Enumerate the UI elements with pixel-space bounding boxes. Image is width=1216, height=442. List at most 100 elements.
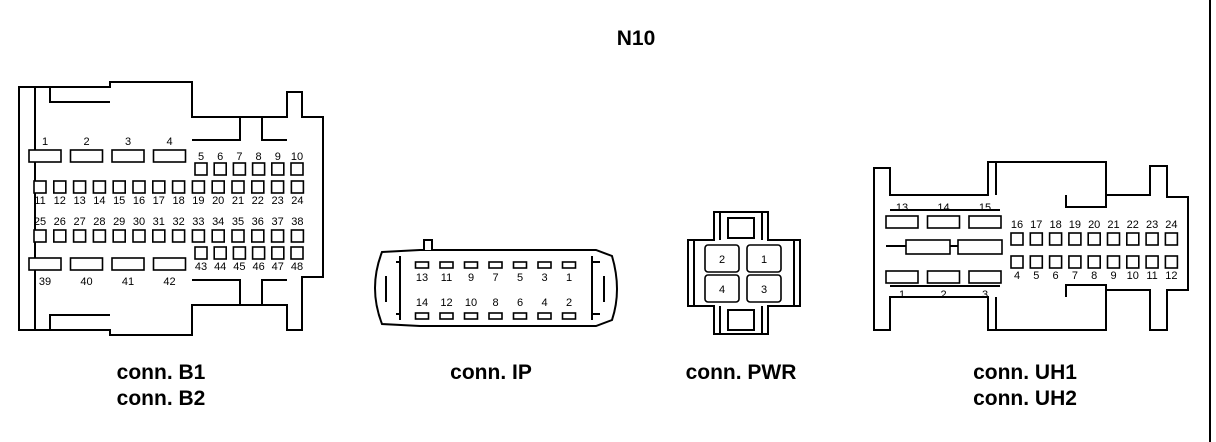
pin-14-label: 14 [937,202,949,214]
pin-6-label: 6 [517,297,523,309]
pin-21-label: 21 [1107,219,1119,231]
pin-3-box [537,261,552,269]
pin-4-label: 4 [166,136,172,148]
pin-17-label: 17 [1030,219,1042,231]
pin-2-label: 2 [566,297,572,309]
pin-24-label: 24 [1165,219,1177,231]
pin-12-label: 12 [54,195,66,207]
pin-23-box [270,180,285,194]
pin-11-label: 11 [34,195,45,207]
pin-10-box [463,312,479,320]
pin-20-label: 20 [1088,219,1100,231]
pin-10-box [1126,255,1140,269]
pin-34-label: 34 [212,216,224,228]
pin-48-label: 48 [291,261,303,273]
pin-9-label: 9 [1110,270,1116,282]
pin-41-box [111,257,145,271]
connector-b1-b2-housing-detail [34,87,287,330]
pin-47-box [270,246,285,260]
pin-20-box [1087,232,1101,246]
pin-12-box [1164,255,1179,269]
pin-1-box [885,270,919,284]
pin-20-label: 20 [212,195,224,207]
pin-7-label: 7 [492,272,498,284]
pin-26-label: 26 [54,216,66,228]
pin-5-box [512,261,528,269]
pin-39-label: 39 [39,276,51,288]
pin-9-label: 9 [468,272,474,284]
pin-19-box [191,180,206,194]
pin-6-box [1048,255,1063,269]
pin-42-label: 42 [163,276,175,288]
connector-ip-housing-detail [385,256,605,320]
pin-43-box [194,246,208,260]
pin-7-label: 7 [1072,270,1078,282]
pin-19-box [1068,232,1082,246]
pin-9-box [270,162,285,176]
pin-7-box [488,261,503,269]
pin-42-box [152,257,187,271]
pin-12-label: 12 [440,297,452,309]
connector-ip-latch [423,239,433,250]
pin-31-label: 31 [153,216,165,228]
pin-31-box [152,229,166,243]
pin-40-label: 40 [80,276,92,288]
pin-4-box [152,149,187,163]
pin-14-label: 14 [416,297,428,309]
pin-22-label: 22 [252,195,264,207]
pin-2-box [926,270,961,284]
pin-5-label: 5 [1033,270,1039,282]
connector-pwr-key-top [727,217,755,239]
pin-41-label: 41 [122,276,134,288]
connector-pwr-housing-detail [693,212,795,334]
pin-7-box [232,162,247,176]
pin-18-label: 18 [172,195,184,207]
pin-30-box [132,229,146,243]
pin-8-label: 8 [256,151,262,163]
pin-4-label: 4 [541,297,547,309]
pin-13-box [885,215,919,229]
pin-45-box [232,246,247,260]
pin-13-box [72,180,87,194]
pin-6-label: 6 [1053,270,1059,282]
pin-15-box [112,180,126,194]
pin-11-box [1145,255,1159,269]
pin-14-box [414,312,430,320]
pin-17-label: 17 [153,195,165,207]
pin-22-box [1126,232,1140,246]
pin-6-box [512,312,528,320]
pin-24-label: 24 [291,195,303,207]
pin-13-label: 13 [896,202,908,214]
pin-33-label: 33 [192,216,204,228]
pin-22-box [251,180,265,194]
pin-37-label: 37 [271,216,283,228]
pin-44-label: 44 [214,261,226,273]
pin-27-label: 27 [73,216,85,228]
pin-11-label: 11 [1146,270,1157,282]
pin-1-cavity [746,244,782,273]
pin-6-label: 6 [217,151,223,163]
connector-uh-divider-1 [905,239,951,255]
pin-3-box [968,270,1002,284]
connector-ip-caption: conn. IP [450,361,532,384]
diagram-title: N10 [617,27,656,50]
pin-19-label: 19 [1069,219,1081,231]
pin-14-box [926,215,961,229]
pin-16-label: 16 [1011,219,1023,231]
pin-9-box [463,261,479,269]
pin-1-box [561,261,577,269]
pin-8-label: 8 [1091,270,1097,282]
pin-3-cavity [746,274,782,303]
pin-3-label: 3 [125,136,131,148]
pin-29-label: 29 [113,216,125,228]
pin-3-label: 3 [982,289,988,301]
pin-16-box [132,180,146,194]
pin-12-box [52,180,67,194]
pin-23-label: 23 [1146,219,1158,231]
